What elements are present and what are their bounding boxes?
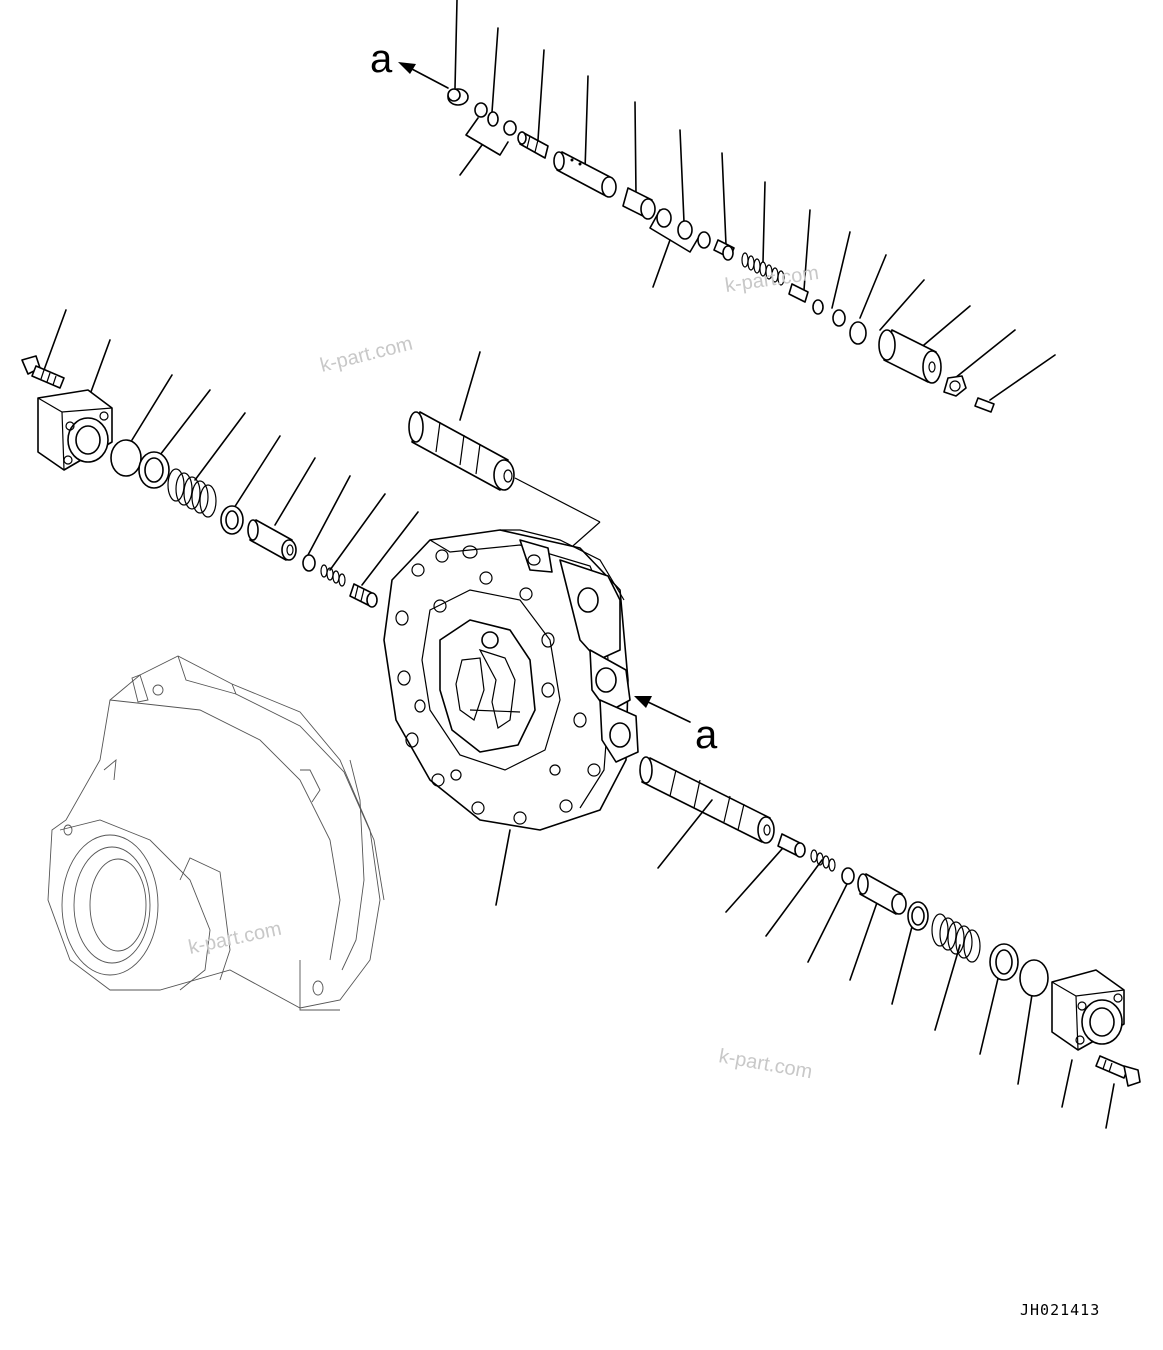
flange-bolt-right — [1095, 1055, 1141, 1087]
o-ring-flange-right — [1019, 959, 1049, 997]
watermark: k-part.com — [186, 918, 283, 959]
backup-ring-1 — [503, 120, 517, 136]
flange-block-left — [37, 389, 113, 471]
flange-bolt-left — [21, 355, 65, 389]
o-ring-small-2 — [487, 111, 499, 127]
lower-spool — [639, 756, 775, 869]
backup-ring-2 — [656, 208, 672, 228]
view-arrow-top: a — [370, 37, 449, 89]
o-ring-small-1 — [474, 102, 488, 118]
left-valve-parts — [21, 355, 378, 608]
set-screw-top — [974, 397, 995, 413]
spring-left-small — [320, 564, 346, 587]
right-leader-lines — [725, 839, 1115, 1129]
right-valve-parts — [777, 833, 1141, 1087]
o-ring-3 — [812, 299, 824, 315]
lock-nut-top — [943, 375, 967, 397]
spring-seat — [713, 239, 735, 261]
backup-ring-3 — [697, 231, 711, 249]
bolt-holes — [395, 545, 601, 825]
left-valve-assembly — [21, 309, 419, 608]
adjust-screw-top — [788, 283, 809, 303]
poppet-right — [777, 833, 806, 858]
o-ring-flange-left — [110, 439, 142, 477]
motor-case-cover — [383, 529, 639, 906]
spring-right — [931, 913, 981, 963]
backup-ring-left — [220, 505, 244, 535]
spring-left — [167, 468, 217, 518]
view-label-a-side: a — [695, 713, 718, 757]
top-leader-lines — [454, 0, 1056, 401]
center-spool-upper — [408, 351, 601, 576]
o-ring-left-small — [302, 554, 316, 572]
plug-cap — [447, 88, 469, 106]
backup-ring-right — [907, 901, 929, 931]
o-ring-4 — [849, 321, 867, 345]
seal-ring-left — [138, 451, 170, 489]
view-label-a-top: a — [370, 37, 393, 81]
spring-top — [741, 252, 785, 286]
o-ring-right-small — [841, 867, 855, 885]
end-plug — [878, 329, 942, 384]
right-valve-assembly — [725, 833, 1141, 1129]
sleeve-bushing — [622, 187, 656, 220]
watermark: k-part.com — [318, 333, 415, 377]
check-valve-sleeve-right — [857, 873, 907, 915]
view-arrow-side: a — [634, 696, 718, 757]
poppet-left — [349, 583, 378, 608]
flange-block-right — [1051, 969, 1125, 1051]
check-valve-sleeve-left — [247, 519, 297, 561]
final-drive-housing — [47, 655, 385, 1011]
top-valve-assembly: a — [370, 0, 1056, 413]
top-valve-parts — [447, 88, 995, 413]
poppet — [517, 131, 549, 159]
o-ring-2 — [677, 220, 693, 240]
left-leader-lines — [43, 309, 419, 586]
seal-ring-right — [989, 943, 1019, 981]
drawing-code: JH021413 — [1020, 1301, 1100, 1319]
backup-ring-4 — [832, 309, 846, 327]
watermark: k-part.com — [717, 1045, 814, 1083]
valve-sleeve — [553, 151, 617, 198]
spring-right-small — [810, 849, 836, 872]
